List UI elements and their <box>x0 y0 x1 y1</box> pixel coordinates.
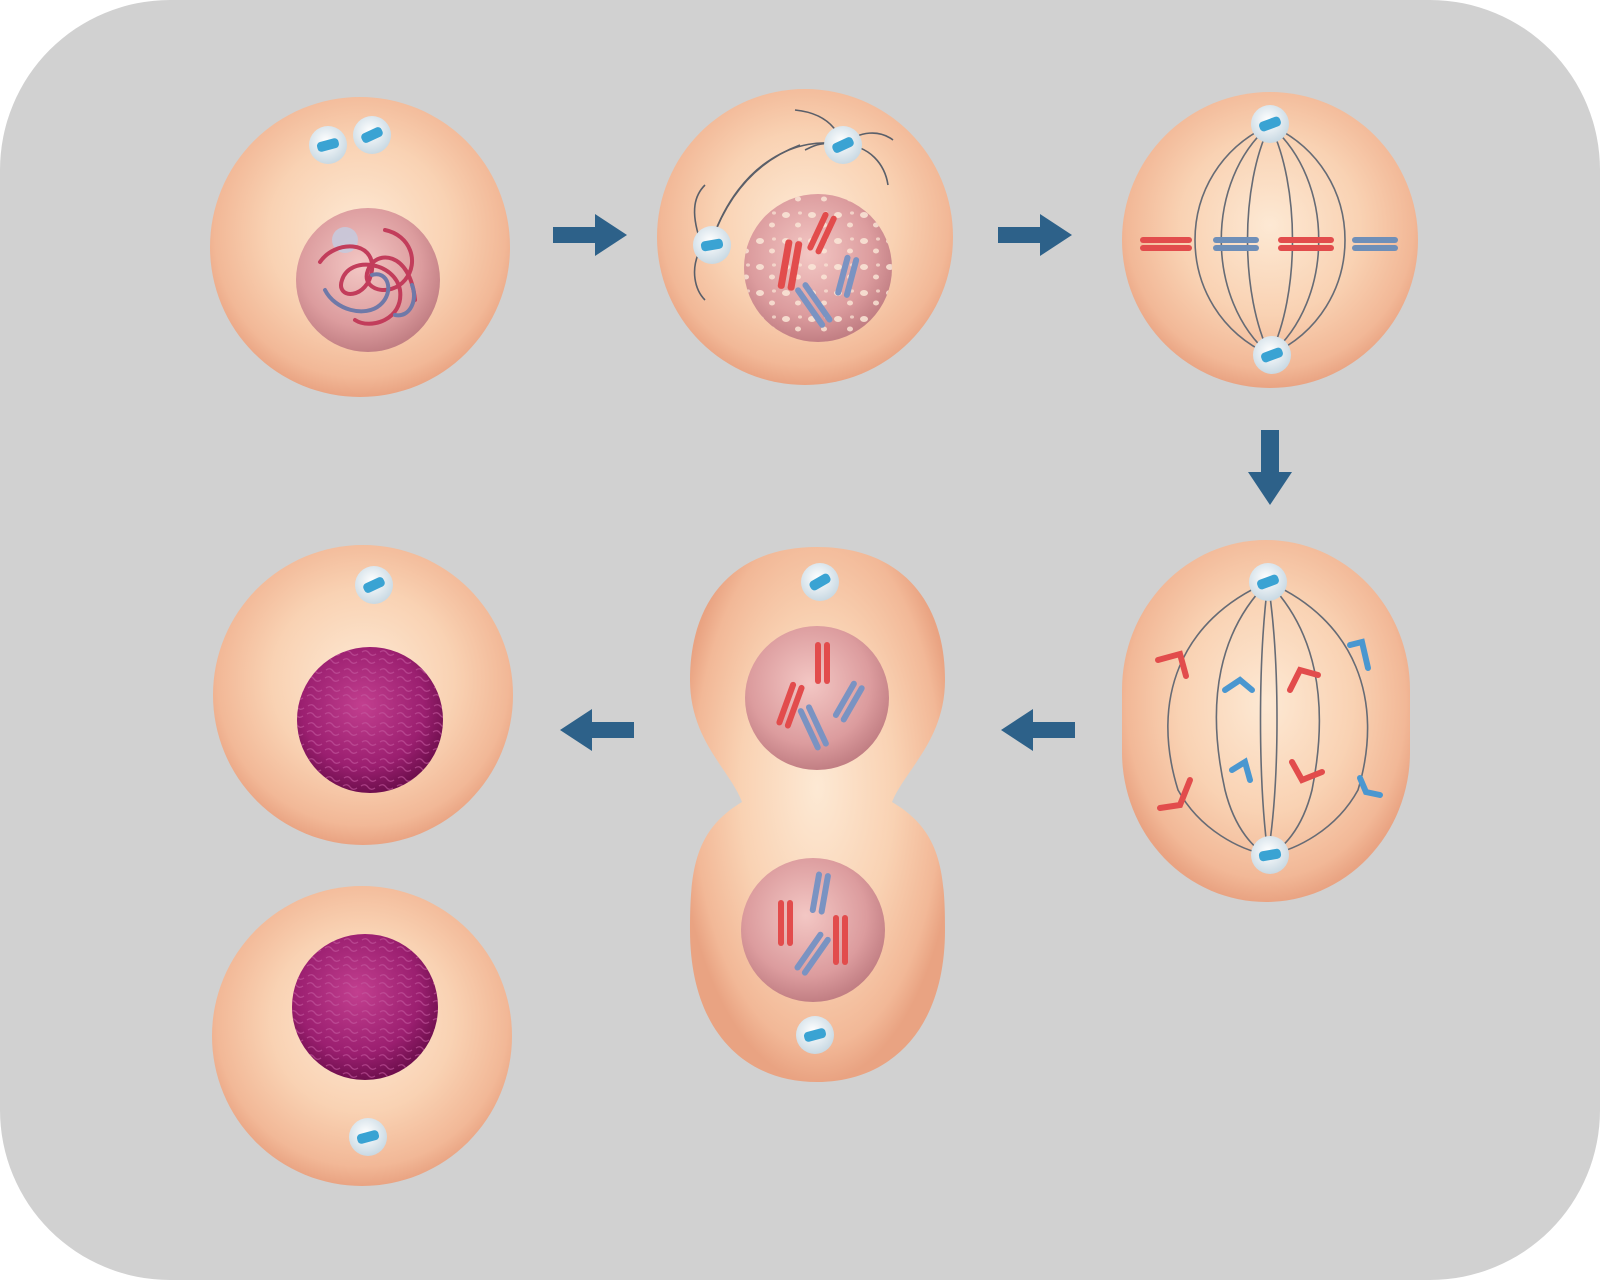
arrow-down-icon <box>1248 430 1292 505</box>
centrosome <box>1253 336 1291 374</box>
centriole <box>316 138 340 152</box>
nuclear-envelope-breakdown <box>744 194 892 342</box>
chromosome-blue <box>835 254 860 298</box>
arrow-left-icon <box>560 709 634 751</box>
chromosome-red <box>815 642 830 684</box>
stage-anaphase-cell <box>1122 540 1410 902</box>
nucleus-top <box>745 626 889 770</box>
chromatid-blue <box>1229 757 1253 783</box>
chromosome-red <box>807 211 837 255</box>
chromosome-blue <box>795 282 833 328</box>
chromosome-red <box>777 239 803 291</box>
chromatid-red <box>1289 759 1325 784</box>
centriole-pair <box>309 116 391 164</box>
centrosome <box>1251 836 1289 874</box>
stage-metaphase-cell <box>1122 92 1418 388</box>
chromatid-red <box>1157 777 1193 811</box>
centriole <box>700 238 724 252</box>
chromatid-red <box>1287 666 1321 693</box>
stage-cytokinesis-daughter-cells <box>212 545 513 1186</box>
chromosome-red <box>776 681 805 729</box>
chromosome-blue <box>794 931 831 976</box>
centriole <box>363 577 385 593</box>
chromatid-blue <box>1357 775 1383 798</box>
centrosome <box>801 563 839 601</box>
chromosomes-bottom <box>778 871 848 976</box>
centrosome <box>1249 563 1287 601</box>
chromosome-red <box>833 915 848 965</box>
chromosome-red <box>1140 237 1192 251</box>
centrosome <box>824 126 862 164</box>
centriole <box>1261 347 1283 363</box>
chromatid-red <box>1155 650 1189 679</box>
arrow-right-icon <box>998 214 1072 256</box>
chromosome-blue <box>1213 237 1259 251</box>
centrosome <box>693 226 731 264</box>
chromatin <box>318 228 417 326</box>
chromatids <box>1155 638 1383 811</box>
centriole <box>356 1130 380 1144</box>
chromosome-blue <box>797 704 829 751</box>
nucleus-bottom <box>741 858 885 1002</box>
centriole <box>803 1028 827 1042</box>
stage-interphase-cell <box>210 97 510 397</box>
centriole <box>1257 574 1279 590</box>
centriole <box>809 573 831 591</box>
chromosome-red <box>1278 237 1334 251</box>
centrosome <box>355 566 393 604</box>
chromosome-red <box>778 900 793 946</box>
arrow-left-icon <box>1001 709 1075 751</box>
stage-prophase-cell <box>657 89 953 385</box>
stage-telophase-cell <box>690 547 945 1082</box>
chromatid-blue <box>1222 676 1255 693</box>
arrow-right-icon <box>553 214 627 256</box>
chromosome-blue <box>832 680 865 723</box>
daughter-cell-top <box>213 545 513 845</box>
chromosomes <box>777 211 860 328</box>
metaphase-plate <box>1140 237 1398 251</box>
centriole <box>361 127 383 143</box>
centriole <box>1258 848 1282 862</box>
chromosome-blue <box>1352 237 1398 251</box>
chromatid-blue <box>1347 638 1371 671</box>
chromosome-blue <box>809 871 831 915</box>
chromatin-texture <box>297 647 443 793</box>
chromosomes-top <box>776 642 865 751</box>
centrosome <box>1251 105 1289 143</box>
chromatin-texture <box>292 934 438 1080</box>
centriole <box>1259 116 1281 132</box>
daughter-cell-bottom <box>212 886 512 1186</box>
centriole <box>832 137 854 153</box>
centrosome <box>349 1118 387 1156</box>
spindle-fibers <box>1167 581 1369 856</box>
centrosome <box>796 1016 834 1054</box>
cell-membrane <box>1122 92 1418 388</box>
